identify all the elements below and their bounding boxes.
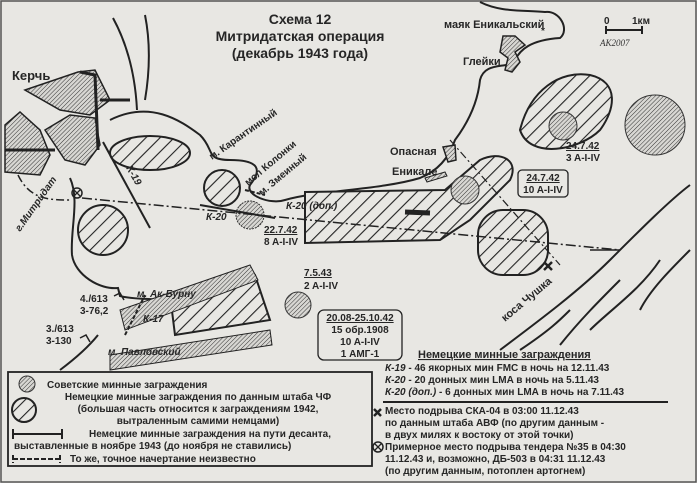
svg-text:10 A-I-IV: 10 A-I-IV	[523, 185, 563, 196]
gleyki-village	[499, 35, 527, 73]
x-mark-icon	[373, 408, 382, 417]
svg-text:в двух милях к востоку от этой: в двух милях к востоку от этой точки)	[385, 430, 573, 441]
svg-text:К-20 (доп.) - 6 донных мин LMA: К-20 (доп.) - 6 донных мин LMA в ночь на…	[385, 387, 624, 398]
svg-text:вытраленным самими немцами): вытраленным самими немцами)	[117, 416, 280, 427]
route-lines	[17, 139, 621, 336]
label-gleyki: Глейки	[463, 56, 501, 68]
callout-1942: 20.08-25.10.42 15 обр.1908 10 A-I-IV 1 А…	[317, 309, 403, 361]
minefield-northeast	[518, 73, 613, 150]
svg-text:выставленные в ноябре 1943 (до: выставленные в ноябре 1943 (до ноября не…	[14, 440, 291, 452]
label-chushka: коса Чушка	[499, 275, 555, 325]
scale-bar: 0 1км	[604, 16, 650, 34]
svg-text:10 A-I-IV: 10 A-I-IV	[340, 337, 380, 348]
battery-3-613: 3./613 3-130	[46, 324, 91, 347]
label-karantinny: м. Карантинный	[207, 107, 279, 162]
svg-text:3-76,2: 3-76,2	[80, 306, 109, 317]
german-minefield-swatch	[11, 397, 37, 423]
k17-minefield-line	[124, 294, 146, 336]
svg-text:То же, точное начертание неизв: То же, точное начертание неизвестно	[70, 454, 256, 465]
svg-text:К-19 - 46 якорных мин FMC в но: К-19 - 46 якорных мин FMC в ночь на 12.1…	[385, 363, 610, 374]
enikale-fort	[424, 171, 448, 183]
coastline-kerch-bay	[109, 1, 565, 203]
signature: АК2007	[599, 38, 630, 48]
svg-text:24.7.42: 24.7.42	[526, 173, 560, 184]
svg-text:(большая часть относится к заг: (большая часть относится к заграждениям …	[78, 403, 319, 415]
label-lighthouse: маяк Еникальский	[444, 19, 544, 31]
svg-text:1км: 1км	[632, 16, 650, 27]
chushka-spit	[499, 184, 691, 351]
label-pavlovsky: м. Павловский	[108, 347, 181, 358]
svg-text:Примерное место подрыва тендер: Примерное место подрыва тендера №35 в 04…	[385, 442, 626, 453]
label-ak-burnu: м. Ак-Бурну	[137, 289, 196, 300]
label-22-7-42-count: 8 A-I-IV	[264, 237, 298, 248]
callout-24-7-42: 24.7.42 10 A-I-IV	[517, 169, 569, 198]
opasnaya-village	[442, 144, 457, 163]
kerch-city	[4, 69, 130, 176]
svg-text:(по другим данным, потоплен ар: (по другим данным, потоплен артогнем)	[385, 466, 585, 477]
minefield-south-fine-strip	[109, 264, 273, 371]
svg-text:4./613: 4./613	[80, 294, 108, 305]
label-mitridat: г.Митридат	[13, 175, 59, 234]
svg-text:Немецкие минные заграждения: Немецкие минные заграждения	[418, 349, 591, 361]
svg-text:Советские минные заграждения: Советские минные заграждения	[47, 380, 208, 391]
k20-dop-minefield-line	[244, 189, 266, 196]
label-22-7-42-date: 22.7.42	[264, 225, 298, 236]
label-opasnaya: Опасная	[390, 146, 437, 158]
label-kerch: Керчь	[12, 68, 50, 83]
svg-text:11.12.43 и, возможно, ДБ-503 в: 11.12.43 и, возможно, ДБ-503 в 04:31 11.…	[385, 454, 606, 465]
circled-x-icon	[71, 187, 83, 199]
label-7-5-43-count: 2 A-I-IV	[304, 281, 338, 292]
star-icon: *	[541, 26, 545, 37]
label-24-7-42-ne-count: 3 A-I-IV	[566, 153, 600, 164]
minefield-karantinny	[203, 169, 241, 207]
battery-4-613: 4./613 3-76,2	[80, 292, 125, 317]
minefield-kerch-bay	[109, 135, 191, 171]
artillery-battery-icon	[113, 292, 125, 301]
svg-text:Немецкие минные заграждения по: Немецкие минные заграждения по данным шт…	[65, 391, 332, 403]
german-minefields	[77, 73, 613, 371]
k19-minefield-line	[102, 141, 151, 229]
label-24-7-42-ne-date: 24.7.42	[566, 141, 600, 152]
svg-text:по данным штаба АВФ (по другим: по данным штаба АВФ (по другим данным -	[385, 417, 604, 429]
k20-minefield-line	[199, 204, 276, 219]
soviet-minefields	[235, 94, 686, 319]
label-k20: К-20	[206, 212, 227, 223]
minefield-mitridat	[77, 204, 129, 256]
title-line1: Схема 12	[269, 11, 332, 27]
legend-left: Советские минные заграждения Немецкие ми…	[7, 371, 373, 467]
svg-text:Немецкие минные заграждения на: Немецкие минные заграждения на пути деса…	[89, 429, 331, 440]
svg-text:К-20 - 20 донных мин LMA в ноч: К-20 - 20 донных мин LMA в ночь на 5.11.…	[385, 375, 599, 386]
label-k17: К-17	[143, 314, 164, 325]
svg-text:20.08-25.10.42: 20.08-25.10.42	[326, 313, 394, 324]
title-line2: Митридатская операция	[216, 28, 385, 44]
legend-right: Немецкие минные заграждения К-19 - 46 як…	[372, 349, 668, 477]
svg-text:3-130: 3-130	[46, 336, 72, 347]
artillery-battery-icon	[79, 334, 91, 343]
svg-text:1 АМГ-1: 1 АМГ-1	[341, 349, 380, 360]
route-dashed-swatch	[12, 455, 61, 463]
label-k20-dop: К-20 (доп.)	[286, 201, 338, 212]
soviet-minefield-swatch	[18, 375, 36, 393]
route-solid-swatch	[12, 429, 63, 439]
x-mark-icon	[543, 261, 553, 271]
svg-text:0: 0	[604, 16, 610, 27]
title-line3: (декабрь 1943 года)	[232, 45, 368, 61]
circled-x-icon	[372, 441, 384, 453]
svg-text:Место подрыва СКА-04 в 03:00 1: Место подрыва СКА-04 в 03:00 11.12.43	[385, 406, 579, 417]
label-7-5-43-date: 7.5.43	[304, 268, 332, 279]
kerch-river	[112, 14, 150, 111]
svg-text:15 обр.1908: 15 обр.1908	[331, 324, 389, 336]
label-enikale: Еникале	[392, 166, 437, 178]
coastline-south	[59, 177, 161, 371]
svg-text:3./613: 3./613	[46, 324, 74, 335]
